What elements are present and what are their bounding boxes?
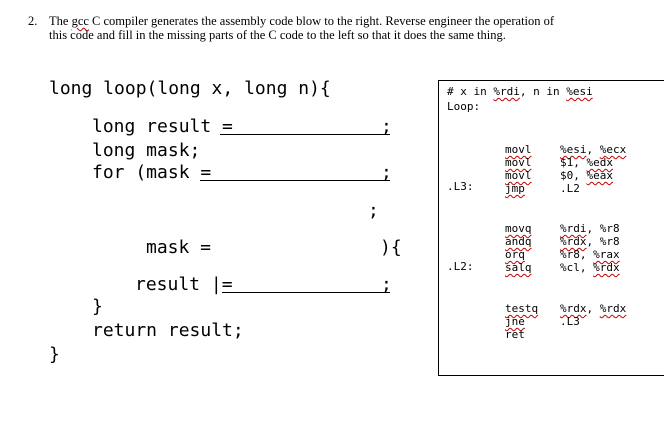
- function-close-brace: }: [49, 344, 60, 365]
- blank-result-init[interactable]: [220, 134, 390, 135]
- asm-operands: %esi, %ecx: [560, 143, 627, 156]
- asm-instruction: ret: [505, 328, 538, 341]
- asm-operands: %rdx, %rdx: [560, 302, 627, 315]
- asm-operands: .L3: [560, 315, 580, 328]
- asm-operands: $1, %edx: [560, 156, 613, 169]
- loop-body-semicolon: ;: [381, 274, 392, 295]
- asm-opcode: movl: [505, 169, 532, 182]
- asm-instruction: andq %rdx, %r8: [505, 235, 620, 248]
- asm-operands: .L2: [560, 182, 580, 195]
- asm-instruction: orq %r8, %rax: [505, 248, 620, 261]
- problem-number: 2.: [28, 14, 38, 28]
- asm-opcode: andq: [505, 235, 532, 248]
- result-decl: long result =: [92, 116, 233, 137]
- for-init-semicolon: ;: [381, 162, 392, 183]
- asm-instruction: jne .L3: [505, 315, 580, 328]
- for-header: for (mask =: [92, 162, 212, 183]
- asm-operands: %rdx, %r8: [560, 235, 620, 248]
- asm-opcode: movl: [505, 143, 532, 156]
- assembly-listing: # x in %rdi, n in %esi Loop: movl %esi, %…: [438, 80, 664, 376]
- asm-block-3: testq %rdx, %rdx jne .L3 ret: [505, 276, 626, 367]
- asm-instruction: movl %esi, %ecx: [505, 143, 626, 156]
- asm-opcode: ret: [505, 328, 525, 341]
- for-condition-semicolon: ;: [368, 200, 379, 221]
- asm-comment: # x in %rdi, n in %esi: [447, 85, 593, 98]
- asm-opcode: jmp: [505, 182, 525, 195]
- problem-text: The gcc C compiler generates the assembl…: [49, 14, 555, 42]
- function-signature: long loop(long x, long n){: [49, 78, 331, 99]
- blank-for-condition[interactable]: [200, 222, 380, 223]
- blank-for-init[interactable]: [200, 180, 390, 181]
- blank-for-update[interactable]: [220, 258, 380, 259]
- label-l3: .L3:: [447, 180, 474, 193]
- asm-opcode: jne: [505, 315, 525, 328]
- asm-opcode: movq: [505, 222, 532, 235]
- for-close-brace: }: [92, 296, 103, 317]
- asm-operands: %cl, %rdx: [560, 261, 620, 274]
- loop-body: result |=: [135, 274, 233, 295]
- asm-instruction: movq %rdi, %r8: [505, 222, 620, 235]
- asm-opcode: testq: [505, 302, 539, 315]
- gcc-word: gcc: [71, 14, 89, 28]
- asm-instruction: movl $1, %edx: [505, 156, 613, 169]
- asm-operands: %r8, %rax: [560, 248, 620, 261]
- asm-instruction: jmp .L2: [505, 182, 580, 195]
- for-update: mask =: [146, 237, 212, 258]
- return-statement: return result;: [92, 320, 244, 341]
- asm-opcode: salq: [505, 261, 532, 274]
- blank-loop-body[interactable]: [222, 292, 390, 293]
- asm-instruction: movl $0, %eax: [505, 169, 613, 182]
- asm-instruction: testq %rdx, %rdx: [505, 302, 626, 315]
- asm-opcode: orq: [505, 248, 525, 261]
- label-l2: .L2:: [447, 260, 474, 273]
- asm-operands: %rdi, %r8: [560, 222, 620, 235]
- asm-instruction: salq %cl, %rdx: [505, 261, 620, 274]
- asm-operands: $0, %eax: [560, 169, 613, 182]
- label-loop: Loop:: [447, 100, 481, 113]
- for-update-close: ){: [380, 237, 402, 258]
- mask-decl: long mask;: [92, 140, 201, 161]
- asm-opcode: movl: [505, 156, 532, 169]
- result-decl-semicolon: ;: [381, 116, 392, 137]
